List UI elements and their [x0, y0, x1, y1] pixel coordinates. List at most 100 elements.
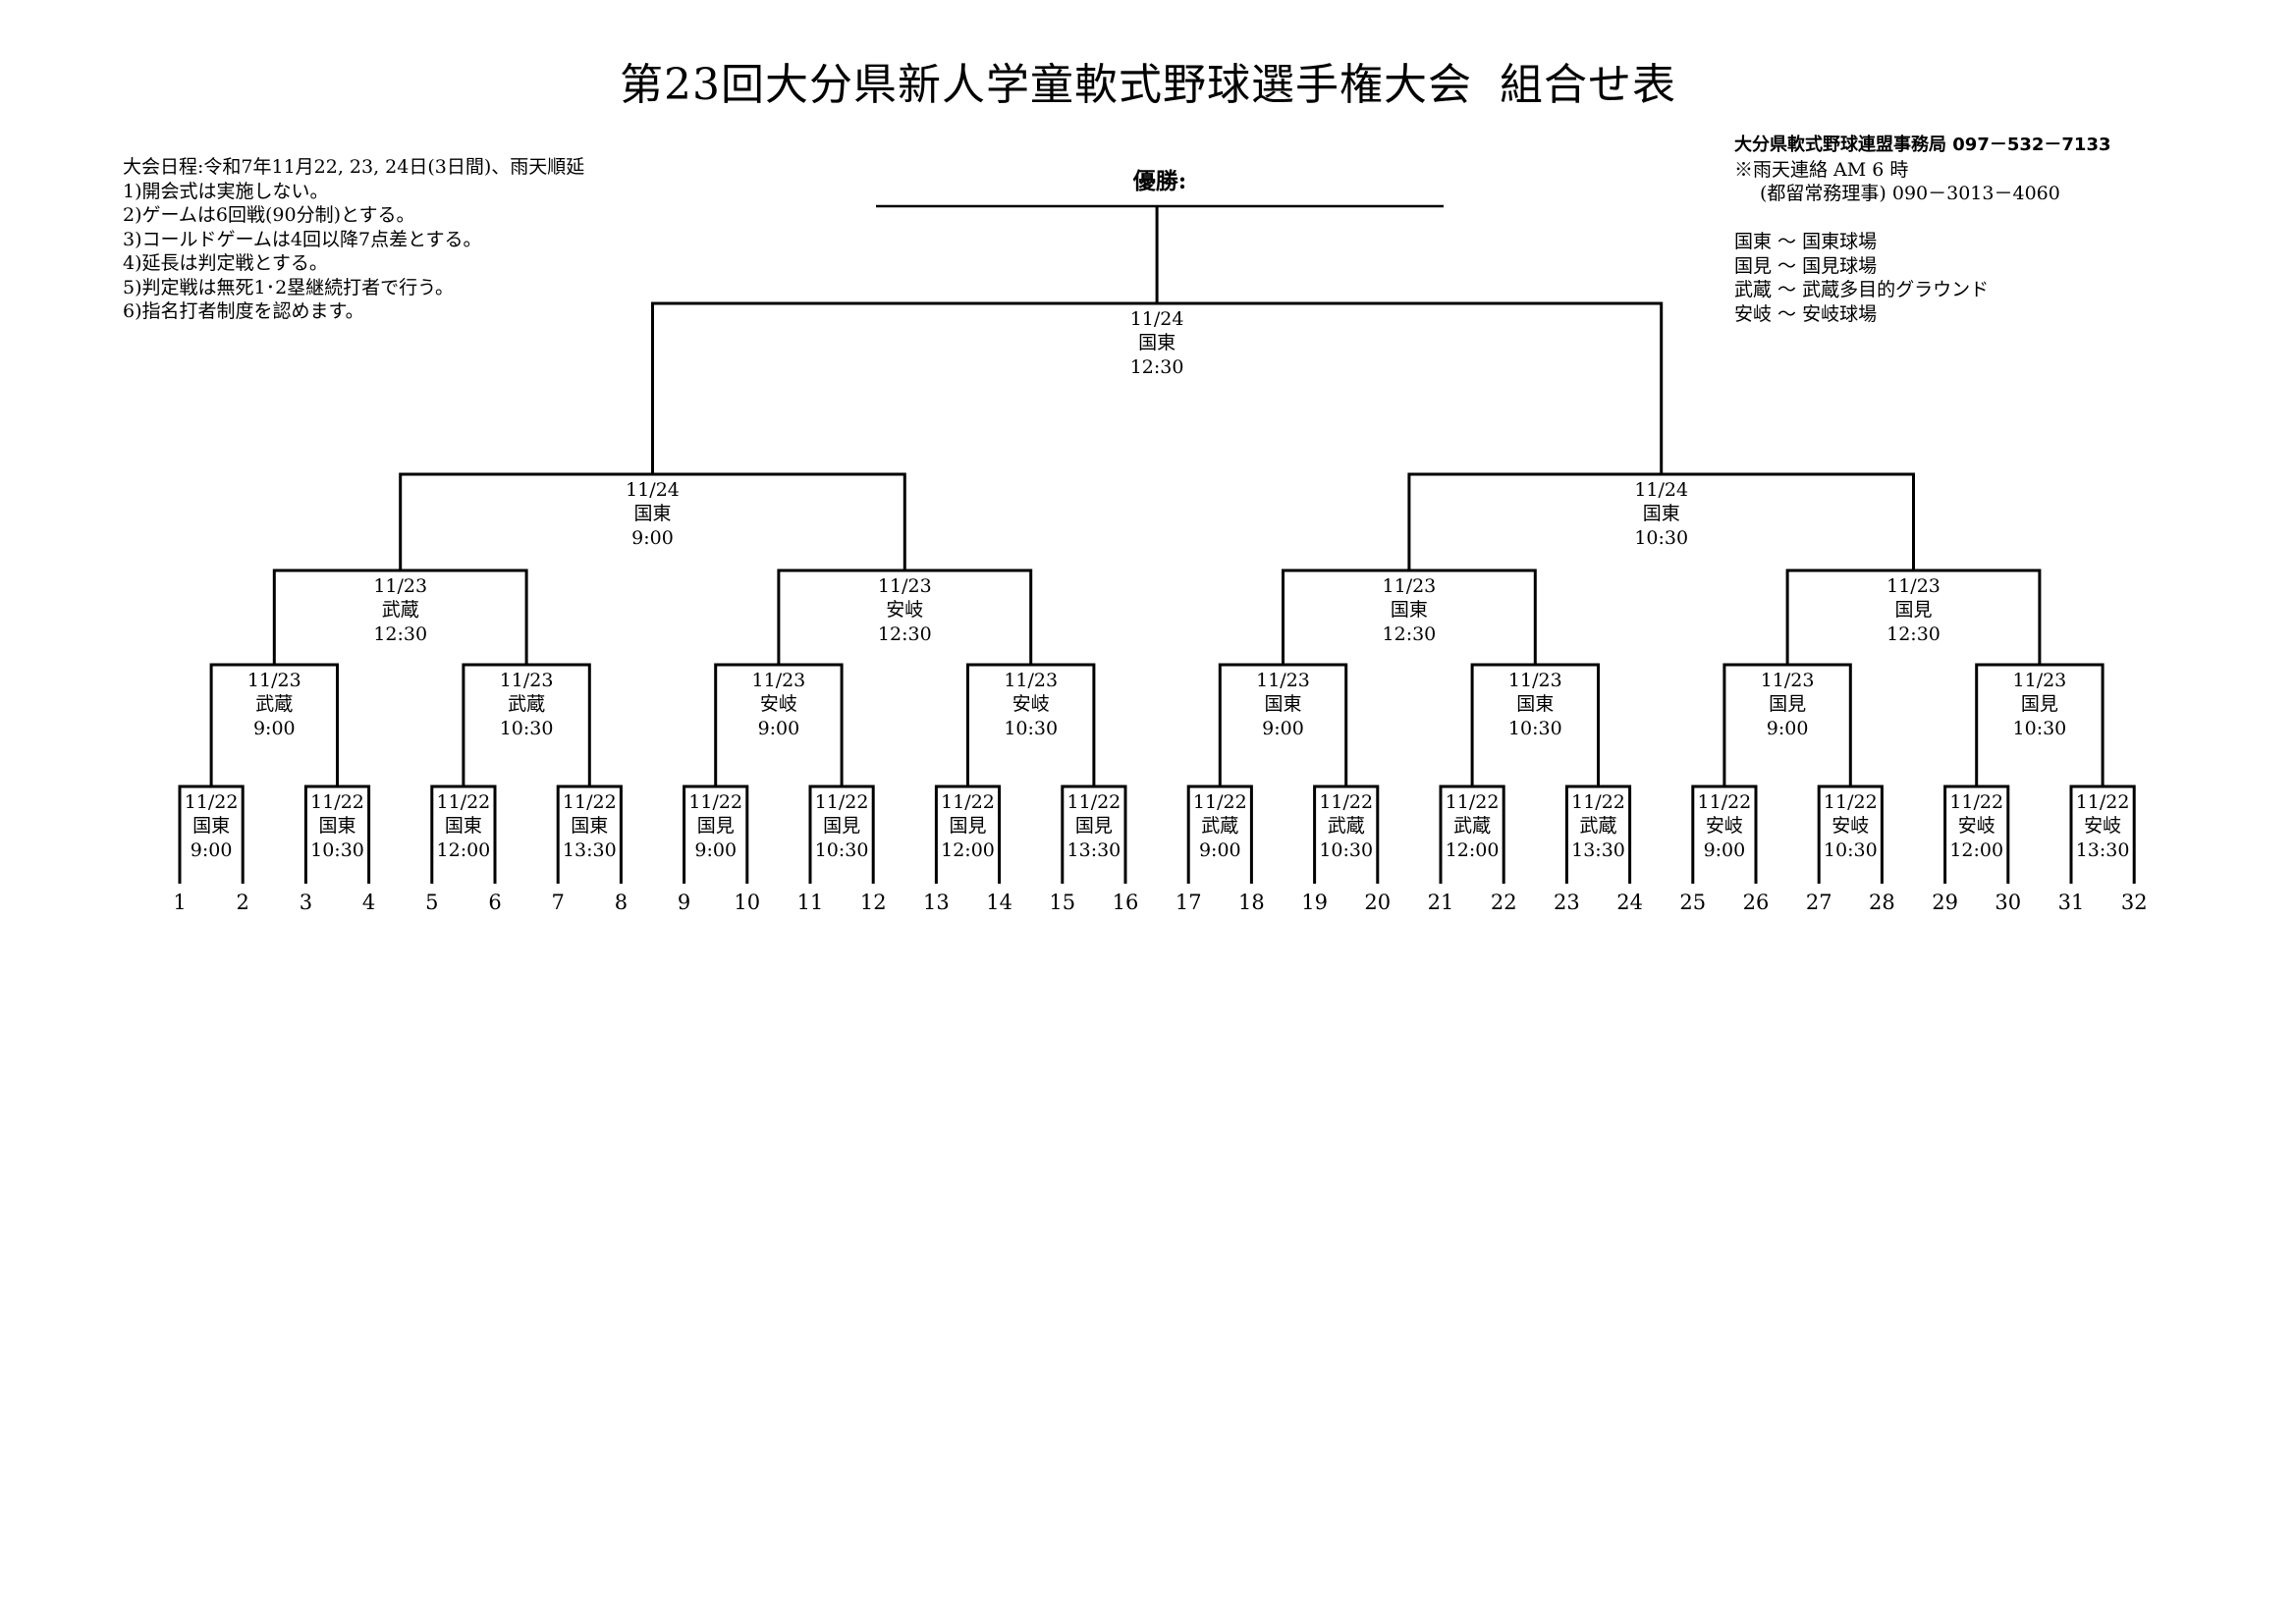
match-venue: 国東	[192, 815, 230, 837]
team-number: 22	[1491, 891, 1517, 914]
team-number: 19	[1301, 891, 1328, 914]
match-venue: 国見	[697, 815, 735, 837]
match-time: 12:00	[1949, 839, 2003, 861]
match-date: 11/22	[688, 791, 742, 813]
team-number: 21	[1428, 891, 1454, 914]
match-time: 10:30	[1319, 839, 1373, 861]
match-date: 11/22	[1319, 791, 1373, 813]
match-date: 11/22	[1698, 791, 1752, 813]
match-venue: 国東	[1138, 332, 1175, 353]
match-time: 9:00	[191, 839, 233, 861]
match-time: 9:00	[1199, 839, 1241, 861]
venue-legend-item: 国東 ～ 国東球場	[1734, 231, 1878, 252]
match-date: 11/22	[1949, 791, 2003, 813]
match-venue: 国東	[1516, 693, 1554, 715]
team-number: 6	[488, 891, 501, 914]
match-time: 10:30	[310, 839, 364, 861]
match-date: 11/22	[2076, 791, 2130, 813]
match-venue: 武蔵	[1453, 815, 1491, 837]
team-number: 25	[1679, 891, 1706, 914]
team-number: 30	[1995, 891, 2021, 914]
team-number: 11	[797, 891, 824, 914]
match-date: 11/22	[437, 791, 491, 813]
team-number: 4	[362, 891, 375, 914]
director-phone: (都留常務理事) 090－3013－4060	[1760, 183, 2060, 204]
match-venue: 武蔵	[1579, 815, 1616, 837]
team-number: 23	[1554, 891, 1580, 914]
match-time: 10:30	[1824, 839, 1878, 861]
note-line: 2)ゲームは6回戦(90分制)とする。	[123, 204, 415, 226]
team-number: 26	[1743, 891, 1770, 914]
team-number: 12	[860, 891, 887, 914]
match-venue: 安岐	[1012, 693, 1050, 715]
note-line: 4)延長は判定戦とする。	[123, 252, 328, 274]
note-line: 1)開会式は実施しない。	[123, 180, 329, 202]
match-time: 13:30	[1067, 839, 1121, 861]
match-date: 11/22	[185, 791, 239, 813]
match-venue: 国見	[1075, 815, 1113, 837]
match-time: 12:30	[1886, 623, 1941, 645]
match-time: 12:00	[1446, 839, 1500, 861]
match-date: 11/23	[1508, 670, 1562, 691]
match-time: 12:00	[941, 839, 995, 861]
match-time: 9:00	[758, 718, 800, 739]
team-number: 14	[986, 891, 1012, 914]
match-venue: 安岐	[760, 693, 797, 715]
team-number: 10	[734, 891, 760, 914]
match-venue: 国東	[633, 503, 671, 524]
match-time: 9:00	[1704, 839, 1746, 861]
match-time: 9:00	[1767, 718, 1809, 739]
match-venue: 国東	[1391, 599, 1428, 621]
match-venue: 国東	[1643, 503, 1680, 524]
match-time: 10:30	[2013, 718, 2067, 739]
match-venue: 国東	[571, 815, 608, 837]
team-number: 29	[1932, 891, 1958, 914]
team-number: 9	[678, 891, 690, 914]
match-venue: 国見	[2021, 693, 2058, 715]
match-date: 11/23	[1886, 575, 1941, 597]
match-date: 11/23	[1383, 575, 1437, 597]
team-number: 15	[1049, 891, 1075, 914]
team-number: 27	[1806, 891, 1832, 914]
match-venue: 国見	[1894, 599, 1932, 621]
match-time: 12:30	[1130, 356, 1184, 378]
team-number: 32	[2121, 891, 2148, 914]
match-time: 9:00	[694, 839, 737, 861]
match-venue: 国見	[949, 815, 986, 837]
match-time: 12:00	[437, 839, 491, 861]
team-number: 8	[615, 891, 628, 914]
match-venue: 安岐	[1958, 815, 1995, 837]
team-number: 1	[173, 891, 186, 914]
match-date: 11/23	[2013, 670, 2067, 691]
match-date: 11/23	[1761, 670, 1815, 691]
team-number: 2	[237, 891, 249, 914]
match-venue: 武蔵	[382, 599, 419, 621]
match-date: 11/23	[1004, 670, 1058, 691]
page-title: 第23回大分県新人学童軟式野球選手権大会組合せ表	[0, 49, 2296, 112]
match-date: 11/22	[563, 791, 617, 813]
match-time: 12:30	[878, 623, 932, 645]
match-time: 9:00	[253, 718, 296, 739]
title-sub: 組合せ表	[1500, 60, 1676, 110]
match-date: 11/23	[500, 670, 554, 691]
match-time: 10:30	[1508, 718, 1562, 739]
note-line: 6)指名打者制度を認めます。	[123, 300, 364, 322]
match-venue: 国東	[445, 815, 482, 837]
match-date: 11/24	[1634, 479, 1688, 501]
match-venue: 安岐	[2084, 815, 2121, 837]
team-number: 20	[1364, 891, 1391, 914]
match-date: 11/22	[1824, 791, 1878, 813]
team-number: 7	[552, 891, 565, 914]
match-time: 13:30	[563, 839, 617, 861]
team-number: 3	[300, 891, 312, 914]
rain-contact: ※雨天連絡 AM 6 時	[1734, 158, 1909, 181]
match-time: 13:30	[1571, 839, 1625, 861]
office-name-phone: 大分県軟式野球連盟事務局 097－532－7133	[1734, 135, 2111, 155]
match-date: 11/23	[1256, 670, 1310, 691]
match-venue: 安岐	[1706, 815, 1743, 837]
match-time: 10:30	[1004, 718, 1058, 739]
match-date: 11/22	[941, 791, 995, 813]
match-time: 13:30	[2076, 839, 2130, 861]
match-time: 10:30	[815, 839, 869, 861]
